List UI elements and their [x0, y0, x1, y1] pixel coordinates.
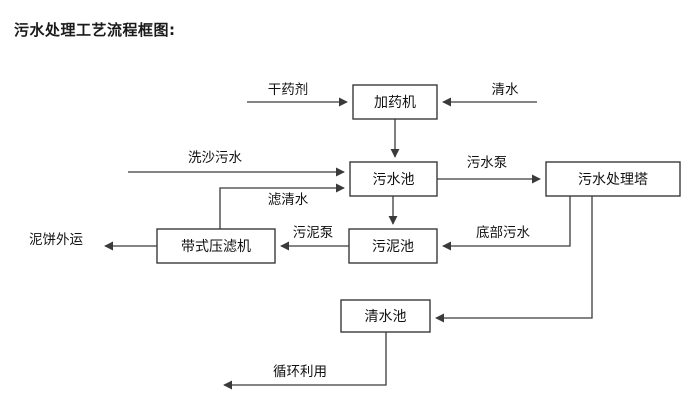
node-label-dosing-machine: 加药机 [374, 95, 416, 111]
node-clean-water-pool[interactable]: 清水池 [340, 299, 431, 333]
node-sludge-pool[interactable]: 污泥池 [348, 228, 438, 264]
edge-label-filtrate-water: 滤清水 [268, 192, 309, 208]
node-label-sewage-pool: 污水池 [373, 172, 415, 188]
node-dosing-machine[interactable]: 加药机 [352, 84, 438, 120]
node-label-sewage-treatment-tower: 污水处理塔 [578, 172, 648, 188]
node-label-clean-water-pool: 清水池 [365, 309, 407, 325]
edge-label-dry-chemical: 干药剂 [268, 82, 309, 98]
edge-clean-water-pool-recycling [223, 332, 387, 390]
edge-bottom-sewage-to-sludge-pool [442, 196, 571, 251]
edge-label-clean-water: 清水 [492, 82, 520, 98]
edge-filtrate-water-to-sewage-pool [219, 183, 345, 229]
edge-label-sand-washing-sewage: 洗沙污水 [188, 150, 242, 166]
node-belt-filter-press[interactable]: 带式压滤机 [156, 228, 276, 264]
edge-tower-to-clean-water-pool [435, 196, 593, 323]
edge-label-mud-cake-transport: 泥饼外运 [29, 232, 83, 248]
edge-label-recycling: 循环利用 [273, 364, 327, 380]
node-label-sludge-pool: 污泥池 [372, 239, 414, 255]
edge-label-sewage-pump: 污水泵 [467, 155, 508, 171]
node-sewage-pool[interactable]: 污水池 [349, 161, 438, 197]
node-sewage-treatment-tower[interactable]: 污水处理塔 [545, 161, 681, 197]
edge-label-sludge-pump: 污泥泵 [293, 225, 334, 241]
page-title: 污水处理工艺流程框图: [14, 21, 176, 39]
edge-label-bottom-sewage: 底部污水 [476, 225, 530, 241]
node-label-belt-filter-press: 带式压滤机 [181, 239, 251, 255]
